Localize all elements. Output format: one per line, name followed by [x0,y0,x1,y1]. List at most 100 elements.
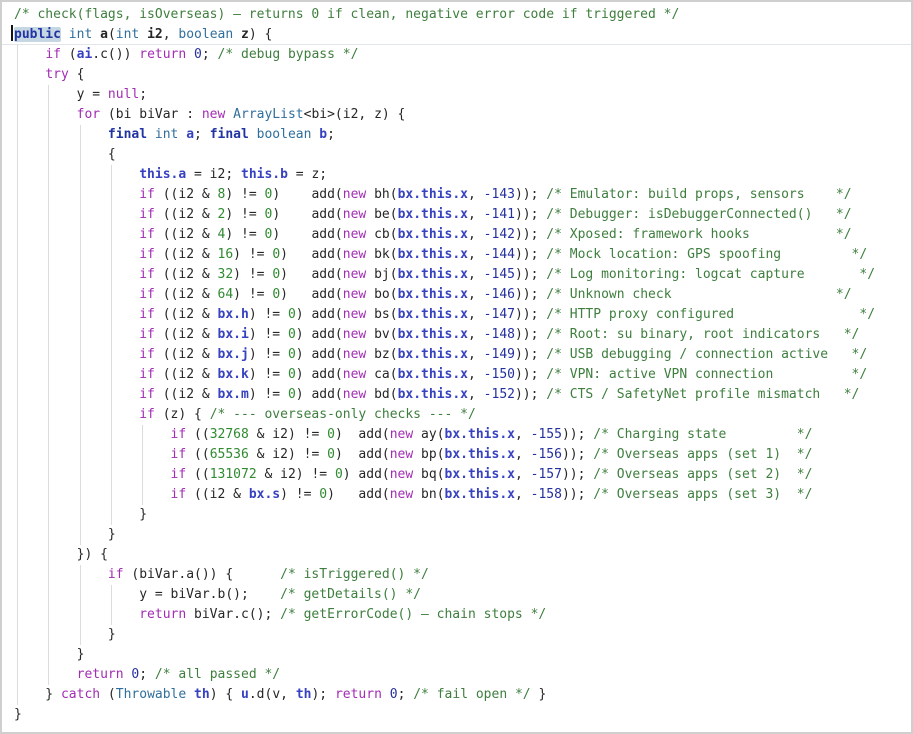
code-token [186,687,194,702]
code-token: -146 [483,287,515,302]
code-token: 131072 [209,467,257,482]
code-token: if [139,327,155,342]
code-line[interactable]: if ((i2 & 4) != 0) add(new cb(bx.this.x,… [2,225,911,245]
indent-guide [48,445,50,465]
indent-guide [110,345,112,365]
code-line[interactable]: for (bi biVar : new ArrayList<bi>(i2, z)… [2,105,911,125]
code-token [382,687,390,702]
code-token [14,207,139,222]
code-line[interactable]: if (biVar.a()) { /* isTriggered() */ [2,565,911,585]
code-line[interactable]: if ((i2 & 32) != 0) add(new bj(bx.this.x… [2,265,911,285]
code-token: ) add( [280,247,343,262]
code-line[interactable]: try { [2,65,911,85]
code-token: final [107,127,148,142]
code-token: , [468,387,484,402]
code-line[interactable]: if ((i2 & bx.j) != 0) add(new bz(bx.this… [2,345,911,365]
indent-guide [79,585,81,605]
code-token: ((i2 & [154,287,218,302]
code-token: be( [366,207,398,222]
indent-guide [110,405,112,425]
code-token: bx.s [248,487,281,502]
code-line[interactable]: if ((i2 & bx.h) != 0) add(new bs(bx.this… [2,305,911,325]
code-token: & i2) != [248,447,328,462]
code-line[interactable]: if (z) { /* --- overseas-only checks ---… [2,405,911,425]
code-line[interactable]: return biVar.c(); /* getErrorCode() — ch… [2,605,911,625]
indent-guide [17,485,18,505]
code-token: /* HTTP proxy configured */ [546,307,876,322]
code-line[interactable]: } [2,505,911,525]
code-line[interactable]: if ((i2 & bx.i) != 0) add(new bv(bx.this… [2,325,911,345]
code-token: ) != [225,227,265,242]
code-line[interactable]: } [2,705,911,725]
code-token: { [68,67,85,82]
indent-guide [79,245,81,265]
code-token: )); [561,467,594,482]
code-token: if [107,567,124,582]
code-line[interactable]: if ((i2 & bx.m) != 0) add(new bd(bx.this… [2,385,911,405]
code-line[interactable]: /* check(flags, isOverseas) — returns 0 … [2,5,911,25]
code-token: for [76,107,101,122]
code-line[interactable]: } [2,525,911,545]
code-line[interactable]: }) { [2,545,911,565]
code-token: new [389,467,414,482]
code-line[interactable]: if ((i2 & bx.k) != 0) add(new ca(bx.this… [2,365,911,385]
code-line[interactable]: return 0; /* all passed */ [2,665,911,685]
code-token: 0 [334,467,343,482]
indent-guide [48,265,50,285]
indent-guide [17,305,18,325]
code-line[interactable]: if ((i2 & 8) != 0) add(new bh(bx.this.x,… [2,185,911,205]
code-line[interactable]: if (ai.c()) return 0; /* debug bypass */ [2,45,911,65]
indent-guide [17,625,18,645]
code-token: th [194,687,210,702]
code-token: )); [514,267,547,282]
code-line[interactable]: y = null; [2,85,911,105]
code-token: }) { [14,547,108,562]
code-token: } [14,627,116,642]
code-line[interactable]: if ((65536 & i2) != 0) add(new bp(bx.thi… [2,445,911,465]
code-line[interactable]: final int a; final boolean b; [2,125,911,145]
indent-guide [17,265,18,285]
code-token: ; [201,47,218,62]
code-line[interactable]: if ((i2 & 64) != 0) add(new bo(bx.this.x… [2,285,911,305]
code-token: 0 [327,447,335,462]
code-token: -144 [483,247,515,262]
indent-guide [17,65,18,85]
code-token: int [68,27,93,42]
code-token: if [139,227,155,242]
code-line[interactable]: if ((i2 & 2) != 0) add(new be(bx.this.x,… [2,205,911,225]
code-token: } [14,687,61,702]
code-token: ) != [225,207,265,222]
code-line[interactable]: if ((32768 & i2) != 0) add(new ay(bx.thi… [2,425,911,445]
indent-guide [48,285,50,305]
code-token: /* USB debugging / connection active */ [546,347,868,362]
code-line[interactable]: { [2,145,911,165]
code-token: -152 [483,387,515,402]
code-line[interactable]: public int a(int i2, boolean z) { [2,25,911,45]
code-token: ) { [248,27,273,42]
code-token: ); [311,687,335,702]
code-line[interactable]: if ((i2 & bx.s) != 0) add(new bn(bx.this… [2,485,911,505]
code-token: ((i2 & [186,487,249,502]
code-line[interactable]: if ((i2 & 16) != 0) add(new bk(bx.this.x… [2,245,911,265]
code-line[interactable]: } [2,625,911,645]
code-token: ) add( [272,207,343,222]
code-line[interactable]: } [2,645,911,665]
code-line[interactable]: y = biVar.b(); /* getDetails() */ [2,585,911,605]
code-token: } [139,507,148,522]
indent-guide [48,405,50,425]
code-line[interactable]: } catch (Throwable th) { u.d(v, th); ret… [2,685,911,705]
indent-guide [79,385,81,405]
code-token: )); [514,187,547,202]
code-token [14,347,139,362]
code-token: /* Xposed: framework hooks */ [546,227,852,242]
indent-guide [48,85,50,105]
code-line[interactable]: if ((131072 & i2) != 0) add(new bq(bx.th… [2,465,911,485]
code-token: { [14,147,116,162]
code-line[interactable]: this.a = i2; this.b = z; [2,165,911,185]
indent-guide [48,485,50,505]
indent-guide [79,525,81,545]
code-token: <bi>(i2, z) { [303,107,406,122]
code-token: /* VPN: active VPN connection */ [546,367,868,382]
code-token: ) add( [342,467,390,482]
